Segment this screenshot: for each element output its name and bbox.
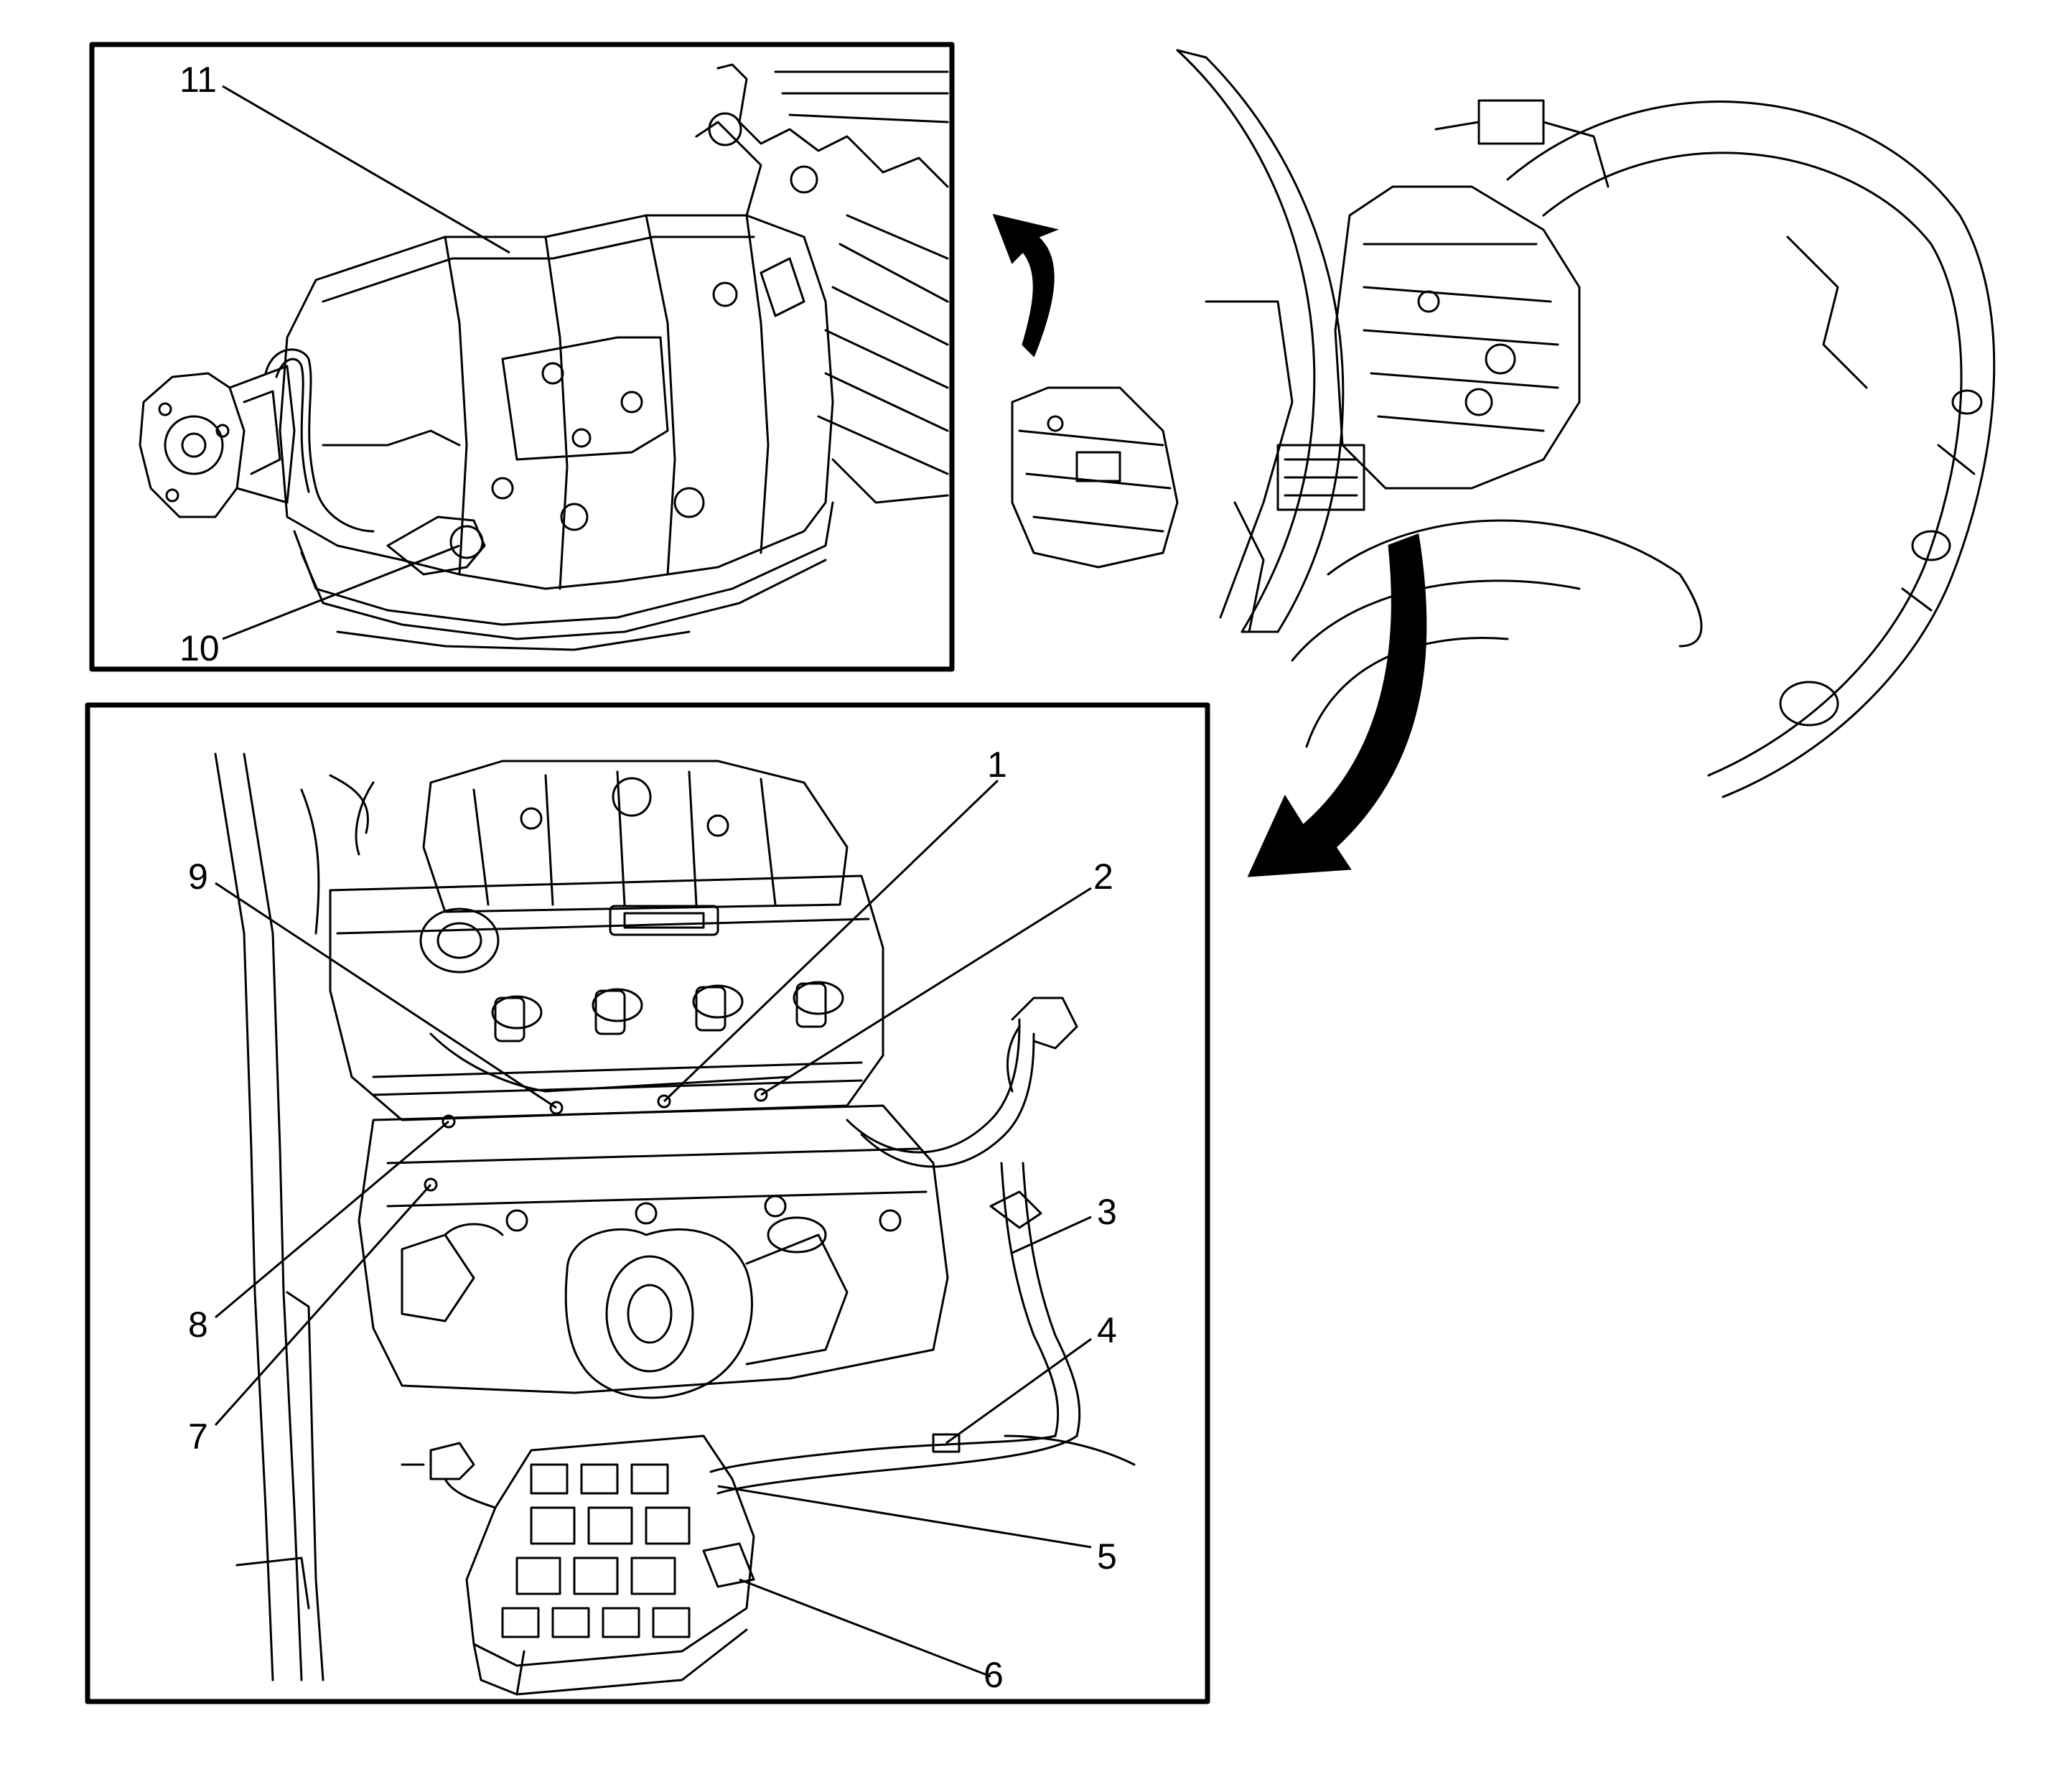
- callout-7: 7: [188, 1417, 208, 1457]
- front-fender: [1176, 49, 1316, 633]
- transmission-case: [279, 214, 834, 590]
- callout-8: 8: [188, 1305, 208, 1345]
- leader-8: [215, 1120, 449, 1319]
- front-bumper-fascia: [1506, 101, 1996, 798]
- rotation-arrows: [992, 213, 1427, 877]
- leader-lines: [214, 85, 1092, 1678]
- harness-clip: [932, 1433, 961, 1453]
- intake-manifold: [422, 760, 849, 913]
- fuse-relay-block: [465, 1434, 755, 1667]
- leader-10: [222, 544, 460, 640]
- transmission-connector: [386, 515, 486, 576]
- arrow-up-left: [992, 213, 1059, 358]
- callout-6: 6: [984, 1655, 1004, 1695]
- callout-1: 1: [987, 745, 1007, 785]
- leader-6: [739, 1578, 991, 1678]
- callout-9: 9: [188, 857, 208, 897]
- engine-inset-frame: [85, 702, 1210, 1704]
- callout-2: 2: [1093, 857, 1113, 897]
- leader-2: [760, 887, 1092, 1096]
- leader-1: [663, 779, 999, 1103]
- arrow-down-left: [1247, 533, 1427, 877]
- callouts: 11 10 1 2 9 3 4 8 7 5 6: [179, 60, 1117, 1695]
- transmission-inset-frame: [89, 42, 955, 672]
- callout-10: 10: [179, 628, 220, 668]
- leader-9: [215, 882, 557, 1109]
- wheel-liner: [1327, 519, 1703, 648]
- engine-inset: [85, 702, 1210, 1704]
- leader-4: [945, 1338, 1092, 1445]
- transmission-oil-pan: [293, 501, 834, 626]
- leader-7: [214, 1183, 432, 1427]
- transmission-inset: [89, 42, 955, 672]
- leader-5: [717, 1485, 1092, 1549]
- callout-11: 11: [179, 60, 217, 100]
- turbocharger: [564, 1228, 753, 1399]
- callout-3: 3: [1097, 1192, 1117, 1232]
- vehicle-overview: [1011, 49, 1996, 798]
- engine-block: [358, 1104, 949, 1394]
- output-flange: [139, 372, 246, 518]
- callout-5: 5: [1097, 1536, 1117, 1577]
- leader-11: [222, 85, 510, 254]
- callout-4: 4: [1097, 1310, 1117, 1350]
- leader-3: [1012, 1215, 1092, 1254]
- engine-harness: [1000, 1162, 1060, 1437]
- engine-nameplate: [609, 905, 719, 936]
